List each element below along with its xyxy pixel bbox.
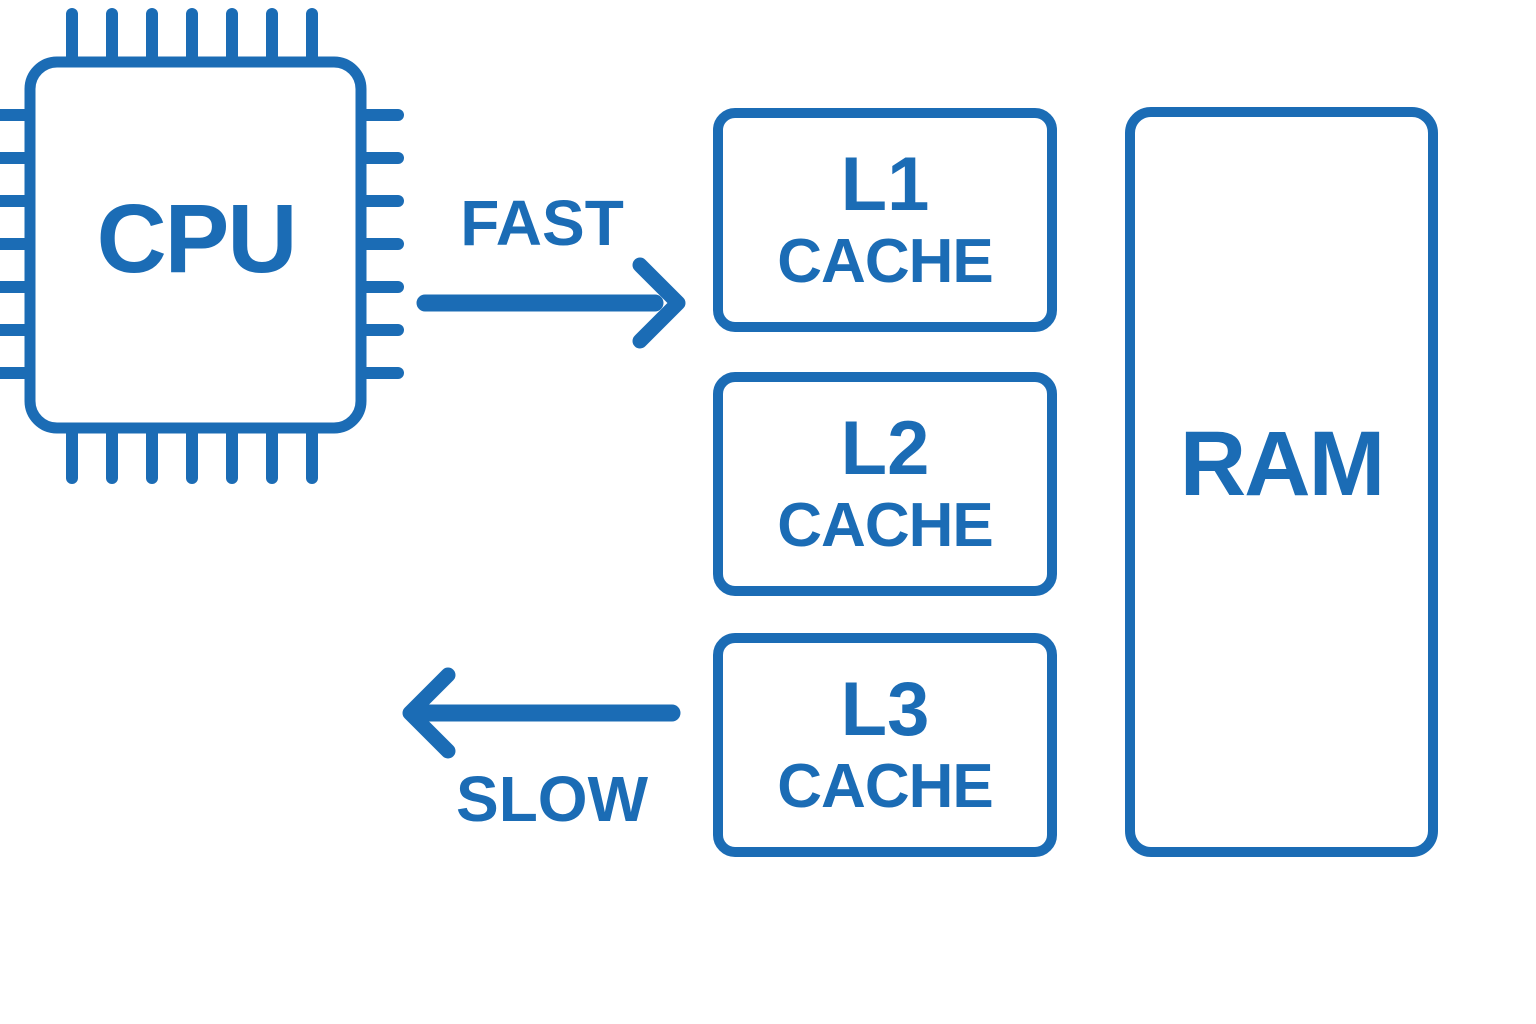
- l3-cache-word-label: CACHE: [777, 752, 993, 821]
- cpu-bottom-pins: [66, 420, 318, 484]
- l3-cache-box: L3 CACHE: [713, 633, 1057, 857]
- l2-cache-level-label: L2: [840, 406, 930, 491]
- l2-cache-word-label: CACHE: [777, 491, 993, 560]
- l1-cache-level-label: L1: [840, 142, 930, 227]
- slow-arrow-icon: [402, 667, 681, 759]
- ram-label: RAM: [1179, 412, 1386, 515]
- ram-box: RAM: [1125, 107, 1438, 857]
- l1-cache-box: L1 CACHE: [713, 108, 1057, 332]
- l1-cache-word-label: CACHE: [777, 227, 993, 296]
- cpu-body: [24, 56, 367, 434]
- cpu-top-pins: [66, 8, 318, 72]
- l3-cache-level-label: L3: [840, 667, 930, 752]
- fast-arrow-icon: [416, 257, 686, 349]
- cpu-label: CPU: [97, 184, 296, 293]
- l2-cache-box: L2 CACHE: [713, 372, 1057, 596]
- cpu-chip-icon: CPU: [0, 8, 404, 484]
- fast-label: FAST: [460, 187, 624, 259]
- slow-label: SLOW: [456, 763, 648, 835]
